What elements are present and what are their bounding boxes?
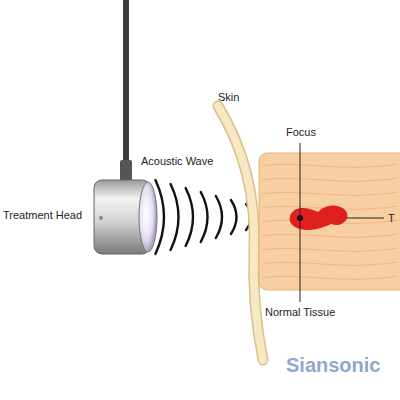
part-label: Acoustic Wave [141,155,213,167]
grain-line [262,234,398,237]
wave-arc [216,196,222,238]
grain-line [262,248,398,251]
tumor [290,205,348,230]
skin-band-outline [218,106,263,360]
grain-line [262,262,398,265]
part-label: Normal Tissue [265,306,335,318]
indicator-dot [99,216,103,220]
focus-leader-line [300,143,301,302]
tumor-leader-line [346,218,384,219]
wave-arc [171,184,179,250]
wave-arc [186,188,193,246]
grain-line [262,178,398,181]
grain-line [262,276,398,279]
transducer-face [139,182,157,252]
wave-arc [201,192,208,242]
part-label: Skin [218,91,239,103]
skin-band [218,106,263,360]
wave-arc [231,200,237,234]
tissue-grain [262,164,398,279]
wave-arc [155,180,164,254]
focus-dot [297,215,303,221]
tissue-block [259,153,400,290]
part-label: T [388,212,395,224]
cable [123,0,129,170]
part-label: Focus [286,126,316,138]
grain-line [262,164,398,167]
grain-line [262,192,398,195]
part-label: Treatment Head [3,209,82,221]
watermark: Siansonic [286,354,380,376]
